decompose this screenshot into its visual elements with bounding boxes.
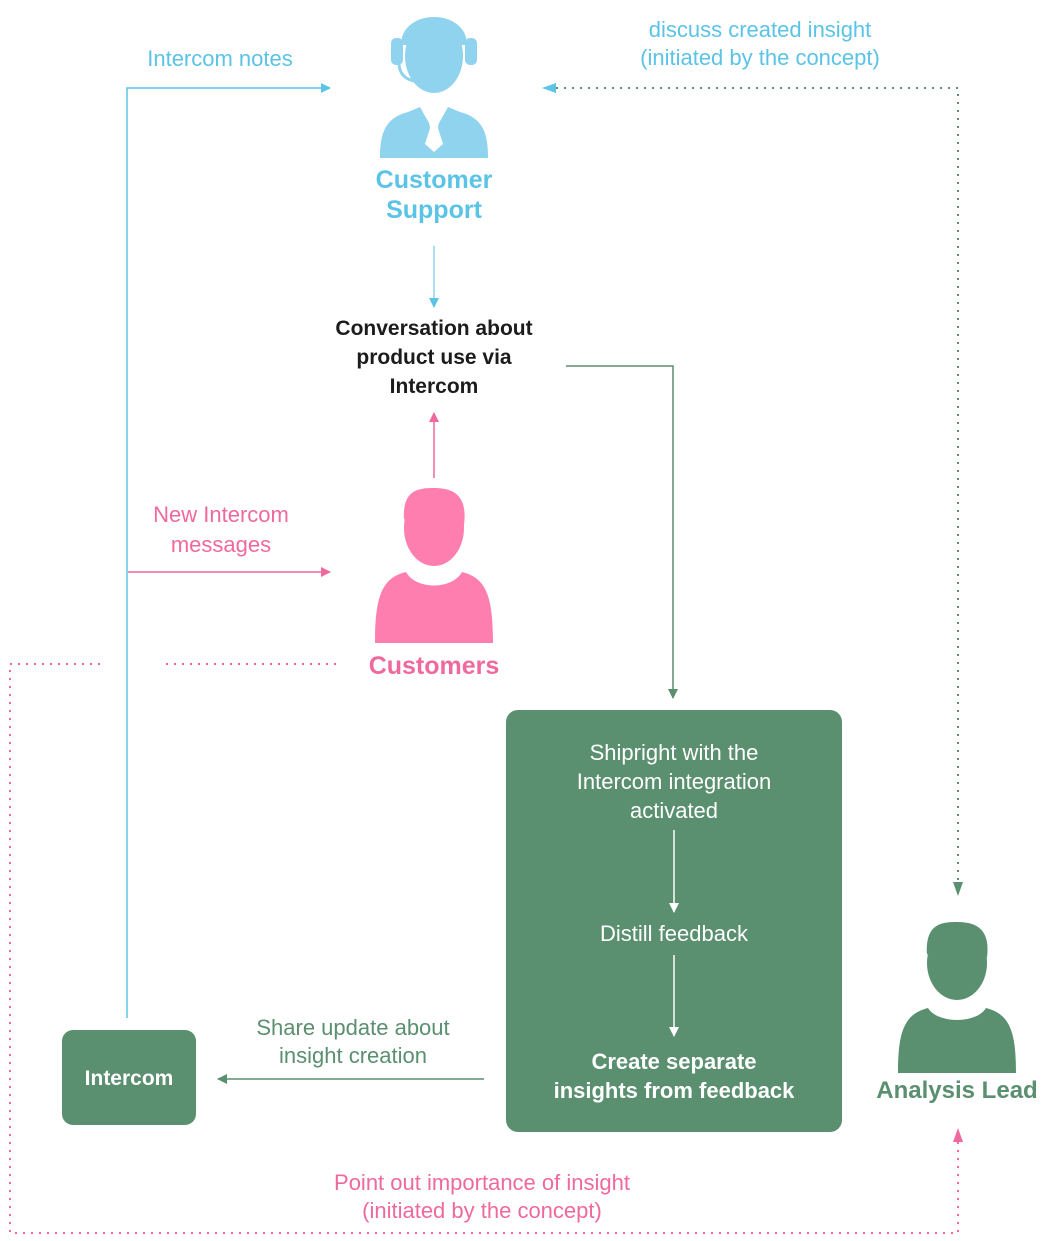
person-icon [375,488,493,643]
conversation-node: Conversation about product use via Inter… [335,317,533,398]
create-insights-node: Create separate insights from feedback [553,1049,795,1103]
customer-support-label: Customer Support [375,166,493,224]
shipright-node: Shipright with the Intercom integration … [576,740,772,823]
intercom-notes-label: Intercom notes [147,46,293,71]
discuss-arrowhead-lead [953,882,963,896]
new-messages-label: New Intercom messages [153,502,289,557]
intercom-node: Intercom [84,1067,174,1090]
customers-label: Customers [368,652,500,680]
discuss-arrowhead-support [542,83,556,93]
share-update-label: Share update about insight creation [256,1015,450,1068]
point-out-importance-label: Point out importance of insight (initiat… [334,1170,630,1223]
headset-person-icon [380,17,488,158]
shipright-box [506,710,842,1132]
intercom-notes-connector [126,83,331,1018]
conversation-to-shipright-connector [566,365,678,699]
analysis-lead-label: Analysis Lead [876,1077,1038,1104]
intercom-box [62,1030,196,1125]
discuss-insight-label: discuss created insight (initiated by th… [640,17,880,70]
distill-node: Distill feedback [600,921,748,946]
person-icon [898,922,1016,1073]
importance-arrowhead-lead [953,1128,963,1142]
discuss-insight-connector [556,87,959,880]
